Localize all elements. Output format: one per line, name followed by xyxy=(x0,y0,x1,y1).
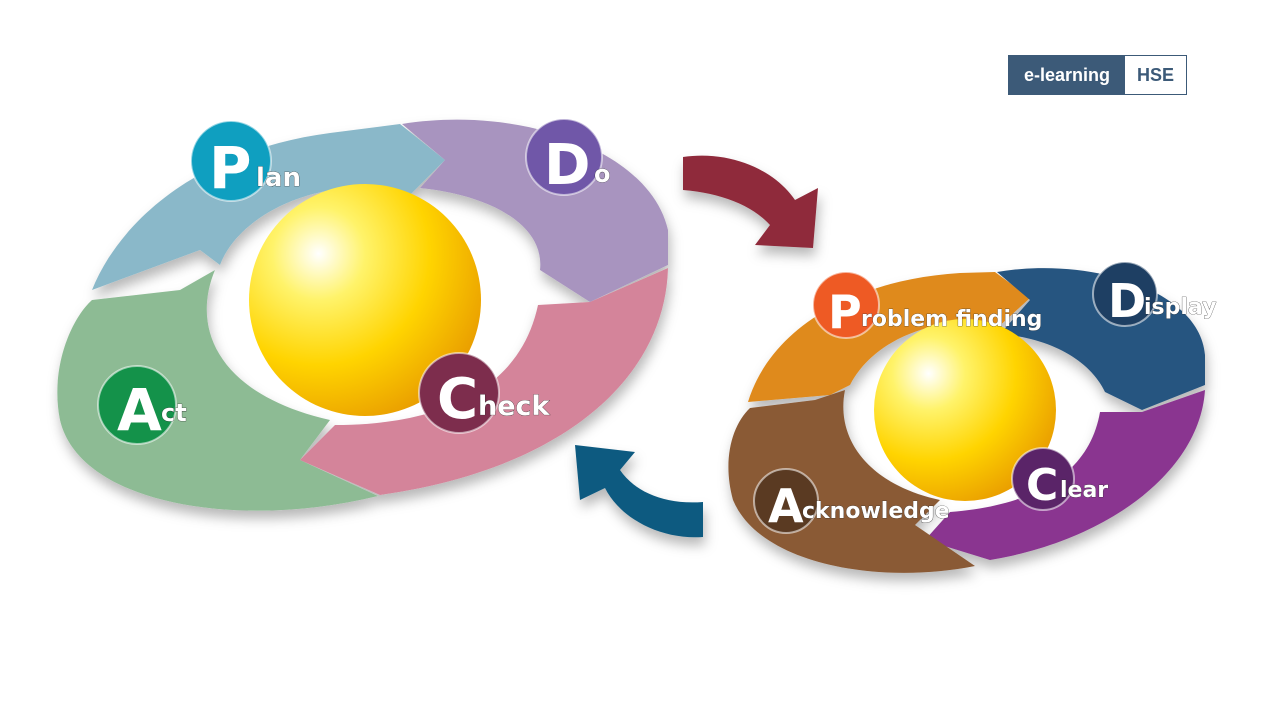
acknowledge-label: A cknowledge xyxy=(753,468,950,534)
problem-finding-circle xyxy=(812,271,880,339)
plan-initial: P xyxy=(209,134,252,202)
act-rest: ct xyxy=(161,399,187,427)
clear-circle xyxy=(1011,447,1075,511)
problem-finding-initial: P xyxy=(828,285,862,339)
acknowledge-initial: A xyxy=(768,479,804,533)
check-circle xyxy=(418,352,500,434)
clear-initial: C xyxy=(1026,460,1058,511)
acknowledge-circle xyxy=(753,468,819,534)
badge-e-learning: e-learning xyxy=(1009,56,1126,94)
check-rest: heck xyxy=(478,391,551,422)
clear-rest: lear xyxy=(1060,478,1108,503)
forward-arrow xyxy=(683,155,818,248)
problem-finding-segment xyxy=(748,272,1030,402)
e-learning-hse-badge: e-learning HSE xyxy=(1008,55,1188,95)
problem-finding-label: P roblem finding xyxy=(812,271,1043,339)
do-initial: D xyxy=(544,133,590,198)
display-rest: isplay xyxy=(1144,295,1216,320)
check-segment xyxy=(300,268,668,495)
plan-circle xyxy=(190,120,272,202)
act-label: A ct xyxy=(97,365,187,445)
back-arrow xyxy=(575,445,703,538)
badge-hse: HSE xyxy=(1125,56,1187,94)
clear-label: C lear xyxy=(1011,447,1109,511)
plan-label: P lan xyxy=(190,120,301,202)
check-label: C heck xyxy=(418,352,551,434)
do-circle xyxy=(525,118,603,196)
acknowledge-rest: cknowledge xyxy=(802,499,950,524)
do-rest: o xyxy=(594,160,611,188)
problem-finding-rest: roblem finding xyxy=(861,307,1042,332)
display-initial: D xyxy=(1108,274,1146,328)
do-label: D o xyxy=(525,118,611,198)
plan-rest: lan xyxy=(256,163,301,193)
right-sphere xyxy=(874,319,1056,501)
check-initial: C xyxy=(437,367,478,432)
act-initial: A xyxy=(117,376,162,444)
plan-segment xyxy=(92,124,445,290)
display-circle xyxy=(1092,261,1158,327)
display-label: D isplay xyxy=(1092,261,1217,328)
act-circle xyxy=(97,365,177,445)
left-sphere xyxy=(249,184,481,416)
act-segment xyxy=(57,270,379,511)
